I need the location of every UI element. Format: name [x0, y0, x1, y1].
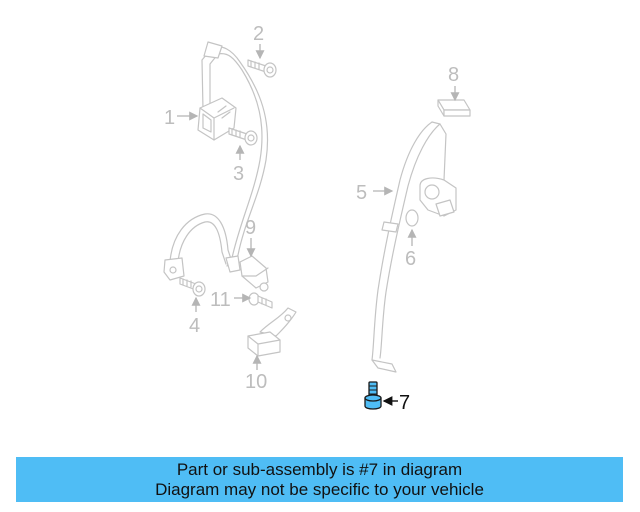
- part-11-bolt: [248, 292, 273, 309]
- callout-11: 11: [210, 289, 231, 311]
- right-retractor: [419, 177, 457, 217]
- left-belt-strap: [201, 41, 269, 267]
- banner-line-part: Part or sub-assembly is #7 in diagram: [176, 459, 463, 479]
- part-2-bolt: [247, 59, 277, 78]
- part-9-buckle: [239, 255, 269, 292]
- part-4-bolt: [179, 277, 206, 297]
- banner-line-disclaimer: Diagram may not be specific to your vehi…: [155, 479, 484, 499]
- callout-7: 7: [399, 392, 410, 414]
- part-3-bolt: [228, 127, 258, 146]
- part-info-banner: Part or sub-assembly is #7 in diagram Di…: [16, 457, 623, 502]
- part-10-buckle: [247, 307, 297, 357]
- part-1-retractor: [197, 97, 237, 141]
- part-5-belt: [371, 121, 447, 373]
- callout-6: 6: [405, 248, 416, 270]
- part-6-clip: [405, 209, 419, 227]
- part-8-cover: [437, 99, 471, 117]
- callout-2: 2: [253, 23, 264, 45]
- callout-10: 10: [245, 371, 267, 393]
- callout-4: 4: [189, 315, 200, 337]
- callout-3: 3: [233, 163, 244, 185]
- callout-1: 1: [164, 107, 175, 129]
- left-lower-belt: [163, 213, 241, 281]
- part-7-bolt: [364, 381, 382, 410]
- callout-9: 9: [245, 217, 256, 239]
- callout-5: 5: [356, 182, 367, 204]
- callout-8: 8: [448, 64, 459, 86]
